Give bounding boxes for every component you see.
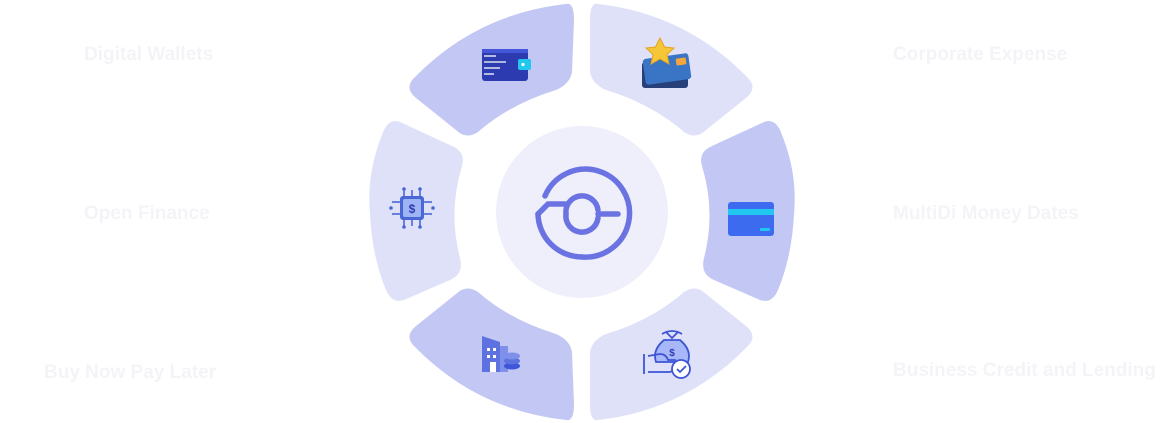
logo-icon	[535, 166, 633, 260]
label-business-credit: Business Credit and Lending	[893, 360, 1156, 381]
bank-coins-icon	[482, 336, 520, 372]
label-corporate-expense: Corporate Expense	[893, 44, 1068, 65]
chip-dollar-icon: $	[389, 187, 435, 229]
credit-card-icon	[728, 202, 774, 236]
svg-text:$: $	[409, 202, 416, 216]
center-circle	[496, 126, 668, 298]
wallet-icon	[482, 49, 531, 81]
svg-text:$: $	[669, 348, 675, 359]
money-bag-hand-icon: $	[643, 330, 691, 379]
label-open-finance: Open Finance	[84, 203, 210, 224]
label-multi-money: MultiDi Money Dates	[893, 203, 1079, 224]
label-bnpl: Buy Now Pay Later	[44, 362, 217, 383]
reward-cards-icon	[642, 36, 692, 88]
label-digital-wallets: Digital Wallets	[84, 44, 214, 65]
